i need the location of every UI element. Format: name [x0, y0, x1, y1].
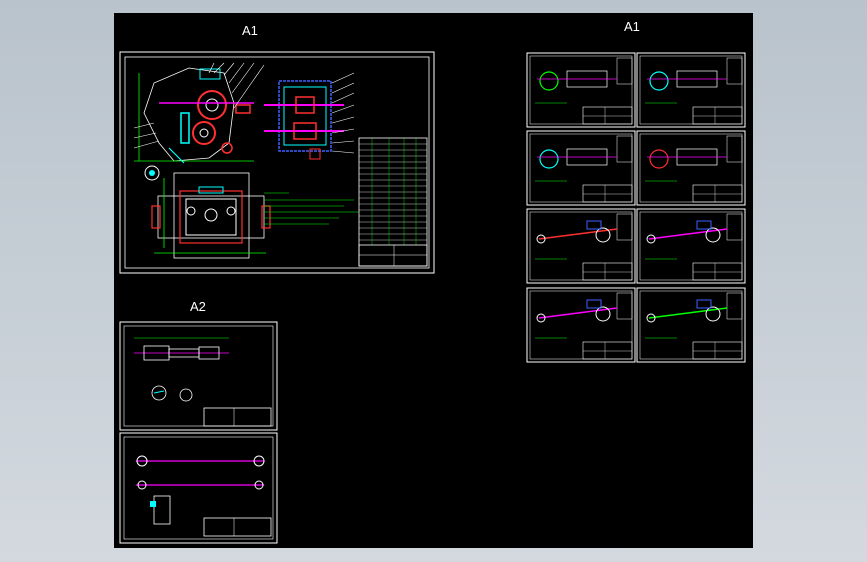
gearbox-side-view: [133, 62, 265, 181]
detail-sheet-4[interactable]: [636, 130, 746, 206]
sheet-label-a1-right: A1: [624, 19, 640, 34]
technical-notes: [264, 192, 359, 225]
parts-list-table: [358, 137, 428, 267]
model-viewport[interactable]: A1 A1 A2: [114, 13, 753, 548]
detail-sheet-5[interactable]: [526, 208, 636, 284]
a2-sheet-top[interactable]: [119, 321, 278, 431]
detail-sheet-3[interactable]: [526, 130, 636, 206]
sheet-label-a1-left: A1: [242, 23, 258, 38]
detail-sheet-8[interactable]: [636, 287, 746, 363]
assembly-sheet[interactable]: [119, 51, 435, 274]
gearbox-top-view: [151, 172, 271, 259]
detail-sheet-grid: [526, 52, 746, 363]
detail-sheet-1[interactable]: [526, 52, 636, 128]
drawing-layout: A1 A1 A2: [119, 19, 746, 544]
gearbox-section-view: [264, 72, 355, 160]
detail-sheet-2[interactable]: [636, 52, 746, 128]
a2-sheet-bottom[interactable]: [119, 432, 278, 544]
detail-sheet-7[interactable]: [526, 287, 636, 363]
sheet-label-a2: A2: [190, 299, 206, 314]
detail-sheet-6[interactable]: [636, 208, 746, 284]
